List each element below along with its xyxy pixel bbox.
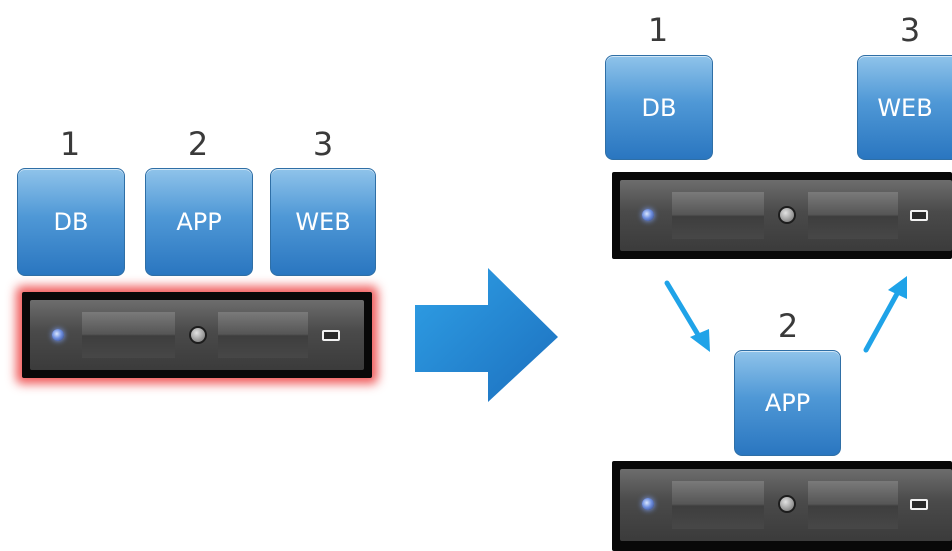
- before-tier-app-label: APP: [176, 208, 222, 236]
- after-server-top: [612, 172, 952, 259]
- power-button-icon: [778, 495, 796, 513]
- before-tier-number-1: 1: [59, 125, 81, 163]
- after-tier-number-2: 2: [777, 307, 799, 345]
- after-tier-db: DB: [605, 55, 713, 160]
- before-tier-web: WEB: [270, 168, 376, 276]
- after-tier-db-label: DB: [641, 93, 677, 122]
- before-server: [22, 292, 372, 378]
- drive-bay: [672, 481, 764, 529]
- after-tier-number-3: 3: [899, 11, 921, 49]
- power-led-icon: [642, 498, 654, 510]
- before-tier-web-label: WEB: [295, 208, 351, 236]
- after-tier-app-label: APP: [764, 389, 811, 417]
- before-tier-number-3: 3: [312, 125, 334, 163]
- drive-bay: [808, 192, 898, 239]
- disk-slot-icon: [910, 499, 928, 510]
- after-server-bottom: [612, 461, 952, 551]
- drive-bay: [808, 481, 898, 529]
- move-app-up-arrow-icon: [863, 276, 907, 353]
- transition-arrow-icon: [415, 268, 558, 402]
- disk-slot-icon: [322, 330, 340, 341]
- server-faceplate: [620, 469, 952, 541]
- drive-bay: [218, 312, 308, 358]
- drive-bay: [82, 312, 175, 358]
- after-tier-web-label: WEB: [877, 93, 933, 122]
- server-faceplate: [620, 180, 952, 251]
- after-tier-app: APP: [734, 350, 841, 456]
- power-button-icon: [189, 326, 207, 344]
- after-tier-web: WEB: [857, 55, 952, 160]
- before-tier-number-2: 2: [187, 125, 209, 163]
- before-tier-db: DB: [17, 168, 125, 276]
- server-faceplate: [30, 300, 364, 370]
- after-tier-number-1: 1: [647, 11, 669, 49]
- disk-slot-icon: [910, 210, 928, 221]
- before-tier-app: APP: [145, 168, 253, 276]
- power-led-icon: [642, 209, 654, 221]
- power-button-icon: [778, 206, 796, 224]
- power-led-icon: [52, 329, 64, 341]
- before-tier-db-label: DB: [53, 208, 89, 236]
- drive-bay: [672, 192, 764, 239]
- move-app-down-arrow-icon: [664, 280, 710, 352]
